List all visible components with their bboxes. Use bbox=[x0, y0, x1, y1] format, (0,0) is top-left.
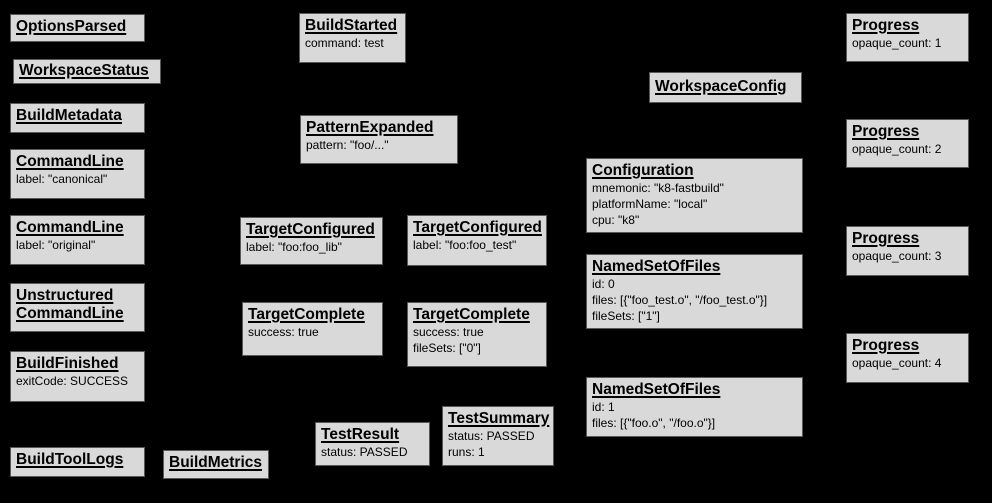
node-field: fileSets: ["0"] bbox=[413, 341, 481, 355]
node-build-metadata: BuildMetadata bbox=[10, 103, 145, 133]
node-title: TargetConfigured bbox=[413, 219, 542, 236]
node-field: id: 0 bbox=[592, 277, 615, 291]
node-field: cpu: "k8" bbox=[592, 213, 640, 227]
node-field: opaque_count: 1 bbox=[852, 36, 942, 50]
node-build-started: BuildStarted command: test bbox=[299, 13, 406, 63]
node-field: pattern: "foo/..." bbox=[306, 138, 389, 152]
node-test-summary: TestSummary status: PASSED runs: 1 bbox=[442, 406, 554, 466]
node-title: Progress bbox=[852, 17, 920, 34]
node-field: files: [{"foo.o", "/foo.o"}] bbox=[592, 416, 716, 430]
node-title: NamedSetOfFiles bbox=[592, 381, 721, 398]
node-title: Progress bbox=[852, 123, 920, 140]
node-progress-4: Progress opaque_count: 4 bbox=[846, 333, 969, 383]
node-title: WorkspaceConfig bbox=[655, 78, 787, 95]
node-title: TargetComplete bbox=[413, 306, 530, 323]
node-options-parsed: OptionsParsed bbox=[10, 14, 145, 42]
node-workspace-status: WorkspaceStatus bbox=[13, 59, 161, 84]
node-title: TestSummary bbox=[448, 410, 550, 427]
node-field: mnemonic: "k8-fastbuild" bbox=[592, 181, 724, 195]
node-target-configured-lib: TargetConfigured label: "foo:foo_lib" bbox=[240, 217, 383, 265]
node-target-complete-lib: TargetComplete success: true bbox=[242, 302, 383, 356]
node-title: TargetConfigured bbox=[246, 221, 375, 238]
node-test-result: TestResult status: PASSED bbox=[315, 422, 430, 466]
node-title: Progress bbox=[852, 230, 920, 247]
node-build-tool-logs: BuildToolLogs bbox=[10, 447, 145, 477]
node-title: Progress bbox=[852, 337, 920, 354]
node-configuration: Configuration mnemonic: "k8-fastbuild" p… bbox=[586, 158, 803, 233]
node-title: BuildToolLogs bbox=[16, 451, 124, 468]
node-title: TestResult bbox=[321, 426, 400, 443]
node-field: status: PASSED bbox=[448, 429, 535, 443]
node-title: Configuration bbox=[592, 162, 694, 179]
node-title: BuildStarted bbox=[305, 17, 398, 34]
node-title: BuildMetrics bbox=[169, 454, 263, 471]
node-field: status: PASSED bbox=[321, 445, 408, 459]
node-title: NamedSetOfFiles bbox=[592, 258, 721, 275]
node-build-metrics: BuildMetrics bbox=[163, 450, 269, 479]
node-field: command: test bbox=[305, 36, 384, 50]
node-title: CommandLine bbox=[16, 219, 124, 236]
node-title: Unstructured CommandLine bbox=[16, 287, 124, 322]
node-target-configured-test: TargetConfigured label: "foo:foo_test" bbox=[407, 215, 547, 266]
node-field: opaque_count: 3 bbox=[852, 249, 942, 263]
node-named-set-of-files-0: NamedSetOfFiles id: 0 files: [{"foo_test… bbox=[586, 254, 803, 329]
node-title: CommandLine bbox=[16, 153, 124, 170]
node-field: label: "foo:foo_lib" bbox=[246, 240, 342, 254]
node-title: BuildFinished bbox=[16, 355, 119, 372]
node-field: files: [{"foo_test.o", "/foo_test.o"}] bbox=[592, 293, 768, 307]
node-field: platformName: "local" bbox=[592, 197, 708, 211]
node-progress-1: Progress opaque_count: 1 bbox=[846, 13, 969, 62]
node-title: PatternExpanded bbox=[306, 119, 434, 136]
node-progress-2: Progress opaque_count: 2 bbox=[846, 119, 969, 168]
node-named-set-of-files-1: NamedSetOfFiles id: 1 files: [{"foo.o", … bbox=[586, 377, 803, 437]
node-field: label: "original" bbox=[16, 238, 96, 252]
node-field: success: true bbox=[248, 325, 319, 339]
node-field: fileSets: ["1"] bbox=[592, 309, 660, 323]
node-title: TargetComplete bbox=[248, 306, 365, 323]
node-progress-3: Progress opaque_count: 3 bbox=[846, 226, 969, 276]
node-field: exitCode: SUCCESS bbox=[16, 374, 129, 388]
node-pattern-expanded: PatternExpanded pattern: "foo/..." bbox=[300, 115, 458, 164]
node-field: label: "canonical" bbox=[16, 172, 108, 186]
node-unstructured-command-line: Unstructured CommandLine bbox=[10, 283, 145, 332]
node-command-line-original: CommandLine label: "original" bbox=[10, 215, 145, 265]
node-workspace-config: WorkspaceConfig bbox=[649, 72, 802, 103]
node-title: BuildMetadata bbox=[16, 107, 122, 124]
node-title: WorkspaceStatus bbox=[19, 62, 149, 79]
node-field: id: 1 bbox=[592, 400, 615, 414]
node-field: runs: 1 bbox=[448, 445, 485, 459]
node-target-complete-test: TargetComplete success: true fileSets: [… bbox=[407, 302, 547, 367]
node-field: opaque_count: 4 bbox=[852, 356, 942, 370]
node-field: success: true bbox=[413, 325, 484, 339]
node-field: label: "foo:foo_test" bbox=[413, 238, 517, 252]
node-command-line-canonical: CommandLine label: "canonical" bbox=[10, 149, 145, 199]
node-build-finished: BuildFinished exitCode: SUCCESS bbox=[10, 351, 145, 402]
node-title: OptionsParsed bbox=[16, 18, 127, 35]
node-field: opaque_count: 2 bbox=[852, 142, 942, 156]
